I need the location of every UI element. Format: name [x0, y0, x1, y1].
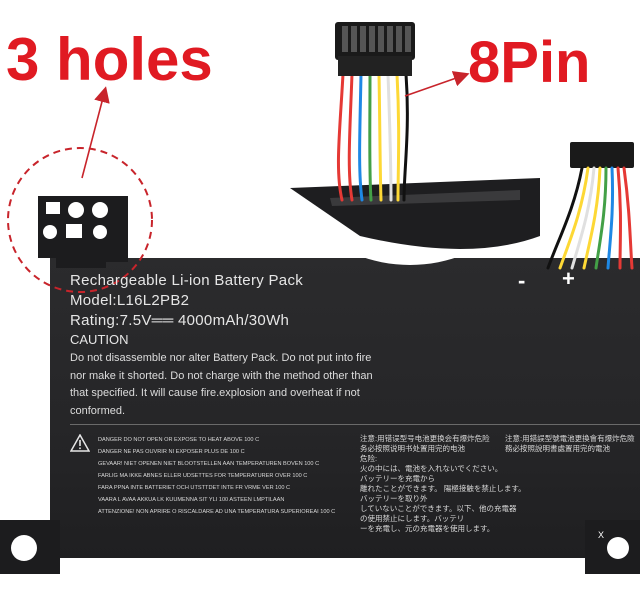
polarity-plus: +: [562, 266, 575, 291]
label-title: Rechargeable Li-ion Battery Pack: [70, 272, 304, 289]
pins-arrow: [404, 71, 470, 97]
connector-plug-closeup: [335, 22, 415, 76]
danger-line: DANGER DO NOT OPEN OR EXPOSE TO HEAT ABO…: [98, 437, 260, 443]
label-model: Model:L16L2PB2: [70, 292, 190, 309]
caution-text: Do not disassemble nor alter Battery Pac…: [70, 350, 400, 420]
pins-callout: 8Pin: [468, 30, 591, 95]
mounting-foot-right: X: [585, 520, 640, 574]
danger-line: VAARA L AVAA AKKUA LK KUUMENNA SIT YLI 1…: [98, 497, 285, 503]
jp-line: の使用禁止にします。バッテリ: [360, 514, 465, 523]
connector-right: [546, 142, 634, 270]
holes-callout: 3 holes: [6, 26, 213, 93]
jp-line: していないことができます。以下、他の充電器: [360, 504, 517, 513]
cn-line: 注意:用錯誤型號電池更換會有爆炸危險: [505, 434, 635, 443]
cn-line: 务必按照说明书处置用完的电池: [360, 444, 465, 453]
jp-line: 危险:: [360, 454, 378, 463]
caution-line: that specified. It will cause fire.explo…: [70, 387, 360, 399]
jp-line: ーを充電し、元の充電器を使用します。: [360, 524, 495, 533]
mounting-tab-left: [38, 196, 128, 268]
danger-line: DANGER NE PAS OUVRIR NI EXPOSER PLUS DE …: [98, 449, 245, 455]
danger-multilingual-text: DANGER DO NOT OPEN OR EXPOSE TO HEAT ABO…: [98, 434, 360, 518]
cn-line: 注意:用错误型号电池更换会有爆炸危险: [360, 434, 490, 443]
caution-line: conformed.: [70, 404, 126, 417]
holes-highlight-circle: [7, 147, 153, 293]
caution-line: Do not disassemble nor alter Battery Pac…: [70, 352, 372, 364]
mounting-foot-left: [0, 520, 60, 574]
jp-line: バッテリーを充電から: [360, 474, 435, 483]
cn-traditional-text: 注意:用錯誤型號電池更換會有爆炸危險 務必按照說明書處置用完的電池: [505, 434, 635, 454]
danger-line: GEVAAR! NIET OPENEN NIET BLOOTSTELLEN AA…: [98, 461, 320, 467]
label-divider: [70, 424, 640, 425]
label-rating: Rating:7.5V══ 4000mAh/30Wh: [70, 312, 290, 329]
connector-wires-closeup: [336, 72, 409, 202]
warning-triangle-icon: [70, 434, 90, 452]
danger-line: FARLIG MA IKKE ABNES ELLER UDSETTES FOR …: [98, 473, 308, 479]
jp-line: バッテリーを取り外: [360, 494, 428, 503]
holes-arrow: [81, 86, 110, 179]
danger-line: ATTENZIONE! NON APRIRE O RISCALDARE AD U…: [98, 509, 336, 515]
label-caution-heading: CAUTION: [70, 332, 129, 347]
cn-line: 務必按照說明書處置用完的電池: [505, 444, 610, 453]
battery-label: Rechargeable Li-ion Battery Pack Model:L…: [70, 268, 640, 552]
battery-pack-body: [50, 258, 640, 558]
svg-text:X: X: [598, 530, 604, 540]
caution-line: nor make it shorted. Do not charge with …: [70, 369, 373, 382]
jp-line: 火の中には、電池を入れないでください。: [360, 464, 503, 473]
polarity-minus: -: [518, 268, 526, 293]
danger-line: FARA PPNA INTE BATTERIET OCH UTSTTDET IN…: [98, 485, 291, 491]
asian-warning-text: 注意:用错误型号电池更换会有爆炸危险 务必按照说明书处置用完的电池 危险: 火の…: [360, 434, 526, 534]
jp-line: 離れたことができます。 陽極接触を禁止します。: [360, 484, 526, 493]
